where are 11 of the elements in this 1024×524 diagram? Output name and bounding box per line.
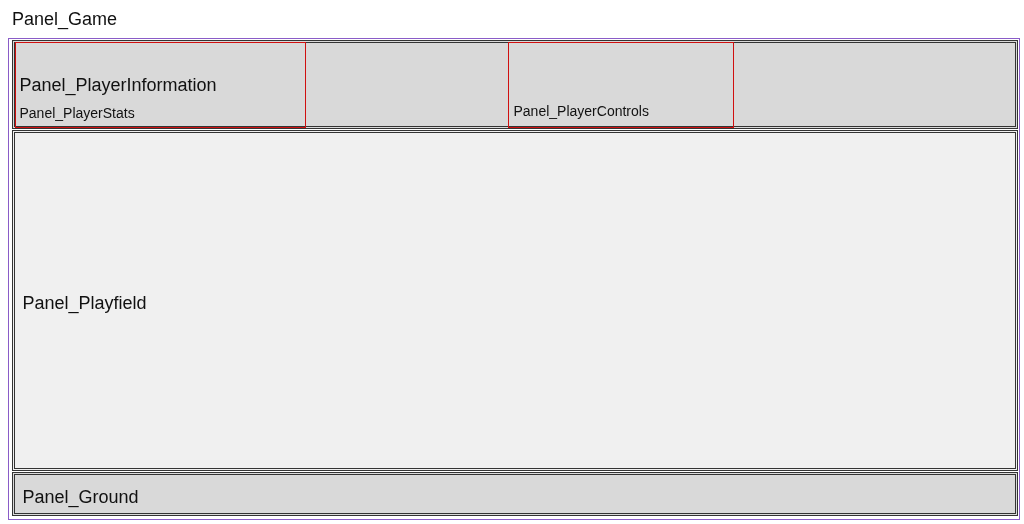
panel-name: Panel_Ground	[22, 486, 139, 508]
panel-name: Panel_Game	[12, 9, 118, 30]
panel-name: Panel_PlayerInformation	[19, 74, 217, 96]
panel-name: Panel_PlayerControls	[513, 102, 649, 119]
panel-box	[507, 41, 734, 128]
panel-band	[11, 471, 1018, 516]
panel-band	[11, 39, 1018, 129]
panel-area	[11, 129, 1018, 471]
panel-box	[14, 41, 306, 128]
panel-name: Panel_Playfield	[22, 292, 147, 314]
panel-name: Panel_PlayerStats	[19, 104, 135, 121]
